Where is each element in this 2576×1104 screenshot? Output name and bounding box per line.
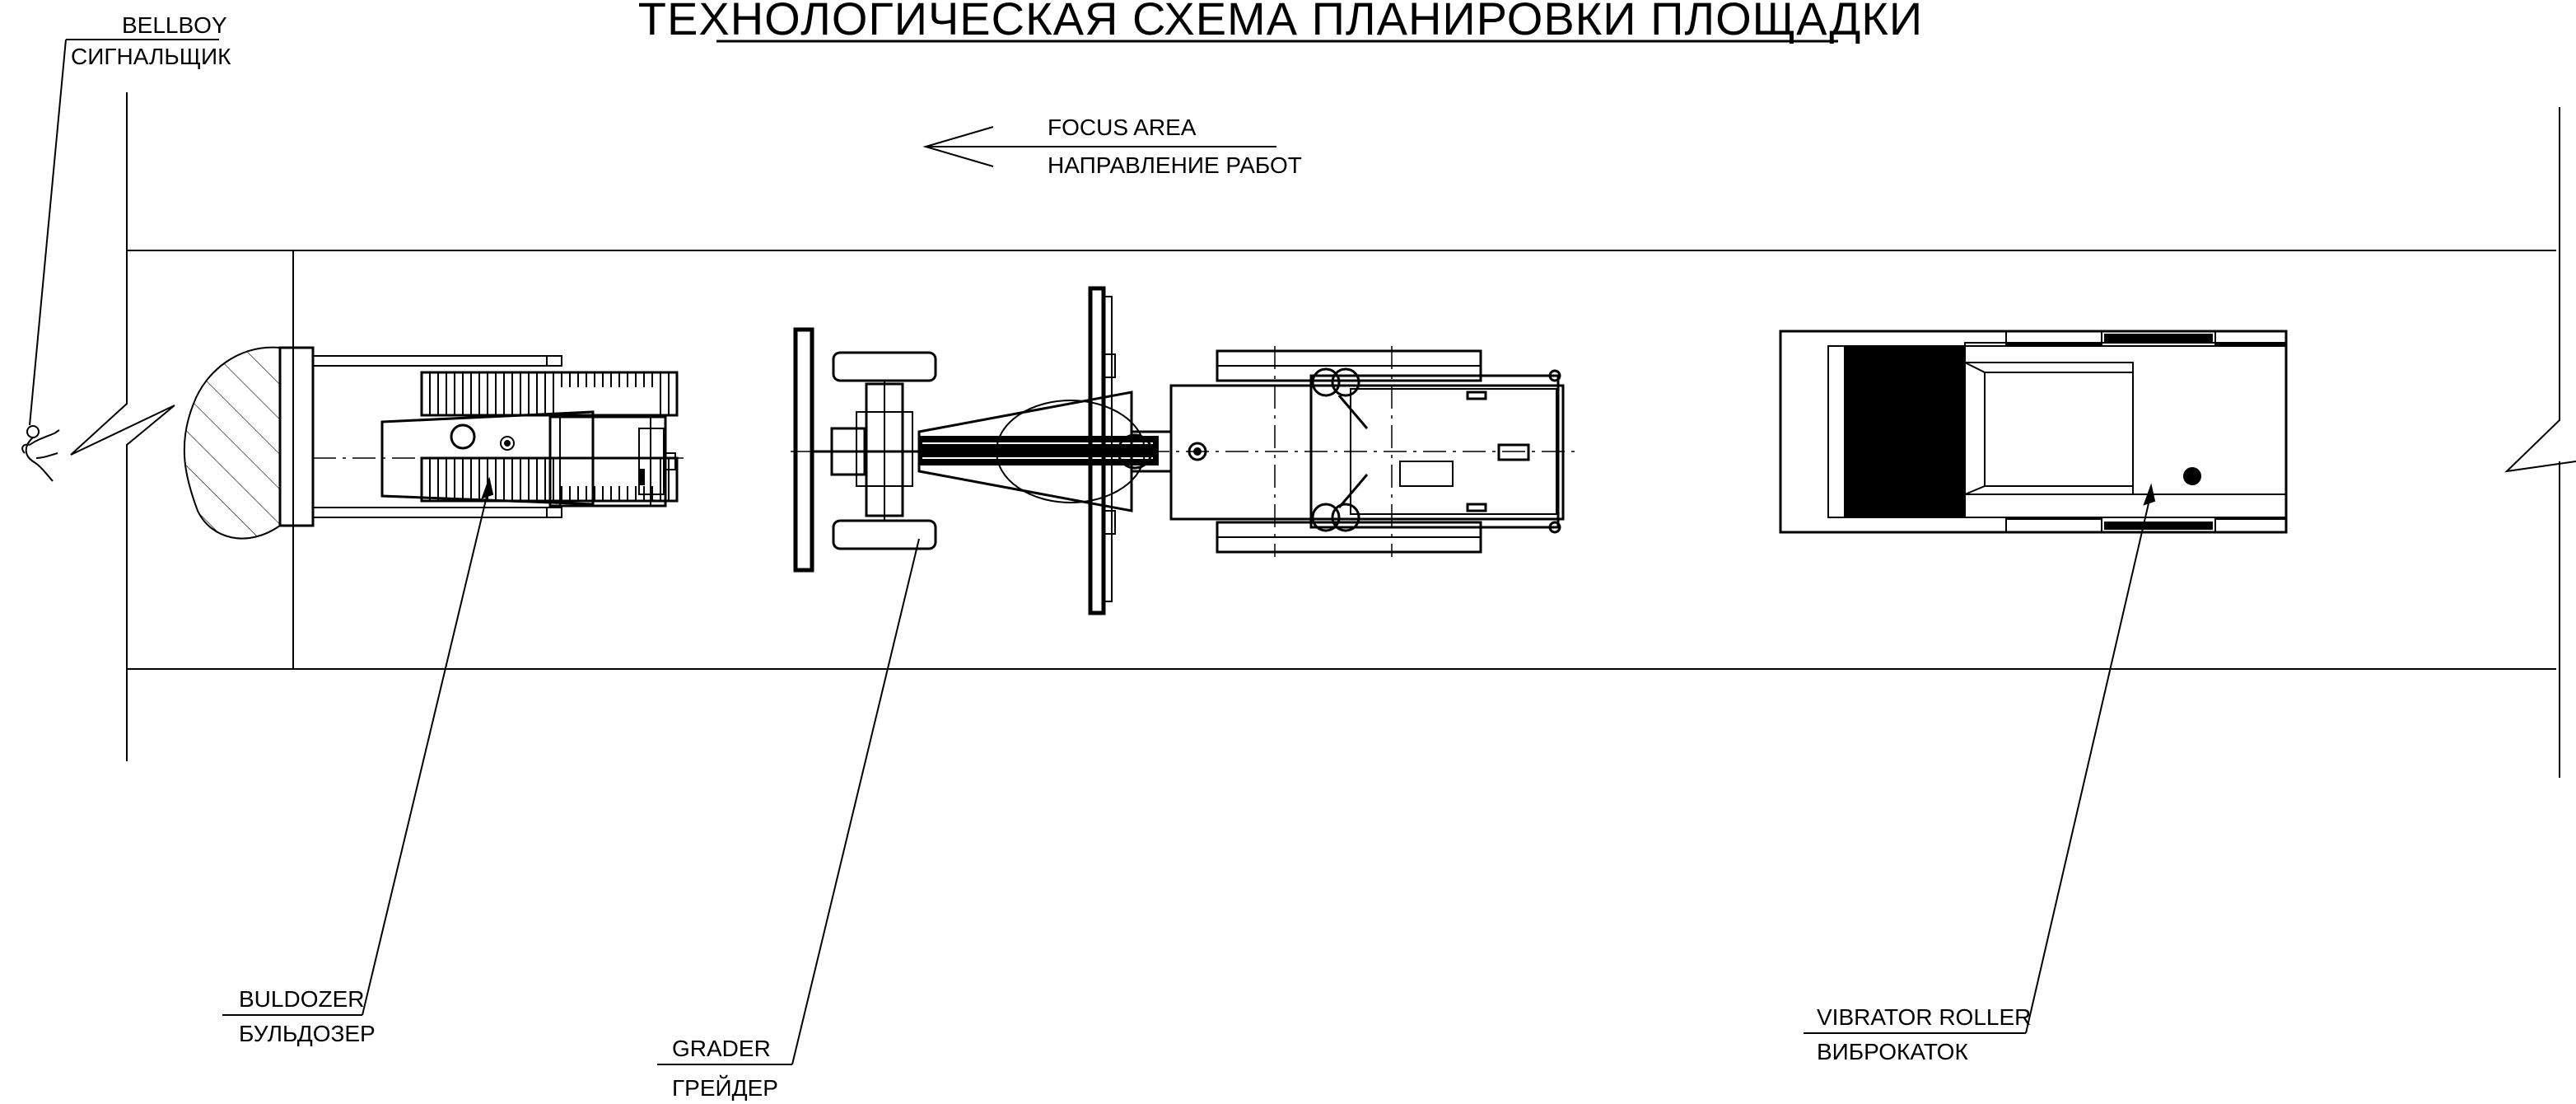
bellboy-callout: BELLBOY СИГНАЛЬЩИК	[21, 12, 231, 482]
grader-callout: GRADER ГРЕЙДЕР	[657, 538, 920, 1101]
track-upper	[420, 371, 679, 417]
roller-seat	[2183, 467, 2201, 485]
roller-callout: VIBRATOR ROLLER ВИБРОКАТОК	[1804, 483, 2156, 1064]
vibrator-roller	[1779, 330, 2288, 534]
grader-en: GRADER	[672, 1036, 771, 1061]
direction-en: FOCUS AREA	[1048, 115, 1197, 140]
grader-ru: ГРЕЙДЕР	[672, 1075, 778, 1101]
bulldozer	[183, 346, 684, 540]
title-text: ТЕХНОЛОГИЧЕСКАЯ СХЕМА ПЛАНИРОВКИ ПЛОЩАДК…	[638, 0, 1923, 44]
track-treads	[429, 372, 670, 501]
drawing-title: ТЕХНОЛОГИЧЕСКАЯ СХЕМА ПЛАНИРОВКИ ПЛОЩАДК…	[638, 0, 1923, 44]
soil-mound	[183, 346, 281, 540]
left-break-line	[70, 92, 175, 761]
roller-drum	[1844, 345, 1966, 518]
right-break-line	[2504, 107, 2576, 473]
bellboy-ru: СИГНАЛЬЩИК	[71, 44, 231, 69]
grader-front-blade	[793, 327, 814, 573]
front-wheel-lower	[832, 519, 937, 550]
signalman-figure-icon	[21, 425, 60, 482]
bulldozer-callout: BULDOZER БУЛЬДОЗЕР	[222, 476, 494, 1046]
grader	[791, 286, 1576, 615]
front-wheel-upper	[832, 351, 937, 382]
roller-en: VIBRATOR ROLLER	[1817, 1004, 2031, 1030]
bulldozer-en: BULDOZER	[239, 986, 364, 1012]
site-strip	[70, 92, 2576, 778]
roller-engine-hood	[1964, 362, 2134, 495]
bellboy-en: BELLBOY	[122, 12, 227, 38]
direction-callout: FOCUS AREA НАПРАВЛЕНИЕ РАБОТ	[922, 115, 1302, 178]
bulldozer-ru: БУЛЬДОЗЕР	[239, 1021, 376, 1046]
bulldozer-cab	[548, 415, 667, 508]
exhaust-stack	[450, 423, 476, 450]
direction-ru: НАПРАВЛЕНИЕ РАБОТ	[1048, 152, 1302, 178]
roller-ru: ВИБРОКАТОК	[1817, 1039, 1968, 1064]
bulldozer-body	[380, 410, 595, 506]
grader-rear-body	[1169, 384, 1565, 521]
bulldozer-blade	[278, 346, 315, 527]
